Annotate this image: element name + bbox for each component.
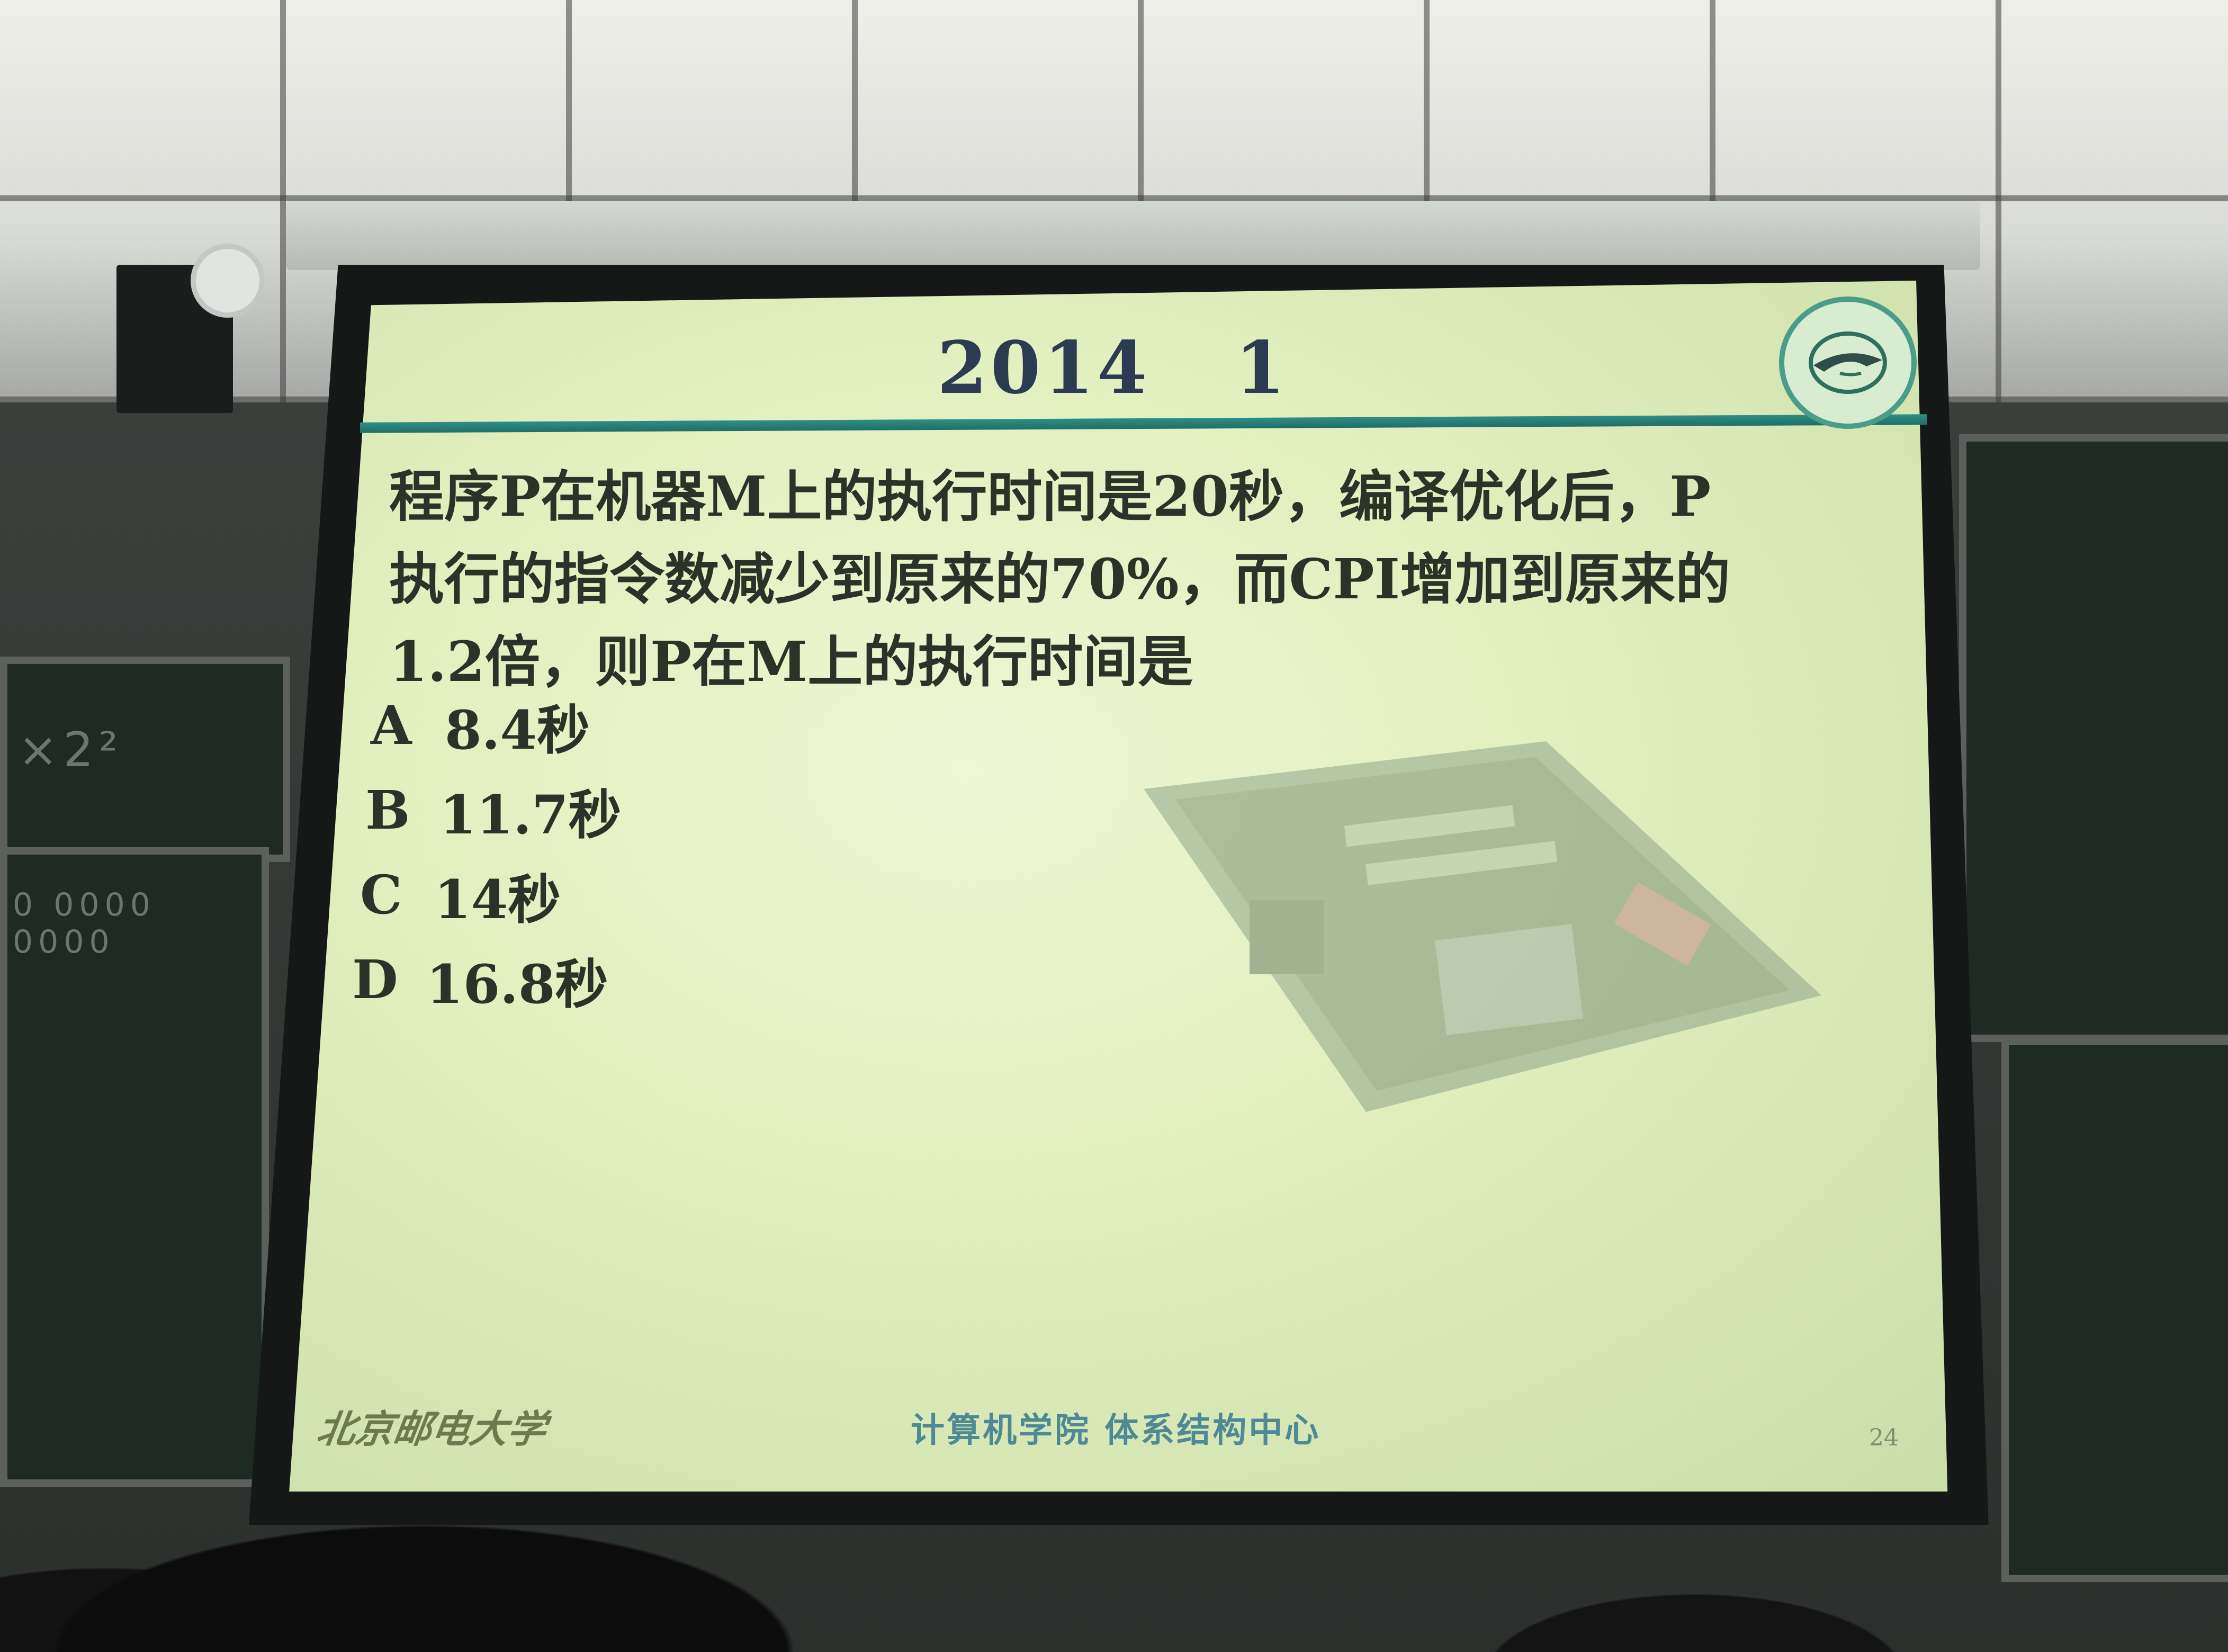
option-c: C 14秒 bbox=[360, 852, 1112, 937]
option-text: 8.4秒 bbox=[445, 698, 590, 761]
footer-university-name: 北京邮电大学 bbox=[314, 1406, 550, 1451]
question-line: 程序P在机器M上的执行时间是20秒，编译优化后，P bbox=[389, 464, 1711, 529]
blackboard-left-upper: ×2² bbox=[0, 657, 290, 862]
answer-options: A 8.4秒 B 11.7秒 C 14秒 D 16.8秒 bbox=[352, 683, 1112, 1022]
option-letter: A bbox=[371, 694, 412, 757]
motherboard-illustration bbox=[1144, 741, 1821, 1112]
chalk-writing: ×2² bbox=[18, 722, 123, 778]
audience-heads bbox=[0, 1514, 2228, 1652]
option-text: 16.8秒 bbox=[426, 953, 608, 1016]
university-logo bbox=[1779, 297, 1917, 429]
chalk-writing: 0 0000 0000 bbox=[13, 886, 156, 960]
option-text: 14秒 bbox=[434, 868, 561, 931]
footer-department: 计算机学院 体系结构中心 bbox=[911, 1411, 1321, 1450]
blackboard-right-lower bbox=[2001, 1038, 2228, 1582]
blackboard-left-lower: 0 0000 0000 bbox=[0, 847, 269, 1487]
option-text: 11.7秒 bbox=[439, 783, 622, 846]
option-d: D 16.8秒 bbox=[352, 937, 1112, 1022]
blackboard-right-upper bbox=[1959, 434, 2228, 1042]
option-letter: C bbox=[360, 864, 402, 926]
security-camera bbox=[191, 244, 265, 318]
slide-title: 2014 1 bbox=[937, 326, 1289, 410]
option-b: B 11.7秒 bbox=[365, 768, 1112, 852]
question-line: 执行的指令数减少到原来的70%，而CPI增加到原来的 bbox=[389, 546, 1731, 612]
option-letter: B bbox=[365, 779, 410, 841]
option-a: A 8.4秒 bbox=[371, 683, 1112, 768]
question-text: 程序P在机器M上的执行时间是20秒，编译优化后，P 执行的指令数减少到原来的70… bbox=[389, 455, 1882, 703]
logo-emblem-icon bbox=[1809, 331, 1887, 394]
question-line: 1.2倍，则P在M上的执行时间是 bbox=[389, 629, 1193, 694]
slide-page-number: 24 bbox=[1869, 1424, 1899, 1451]
projector-screen-housing bbox=[286, 201, 1980, 270]
option-letter: D bbox=[352, 948, 398, 1011]
